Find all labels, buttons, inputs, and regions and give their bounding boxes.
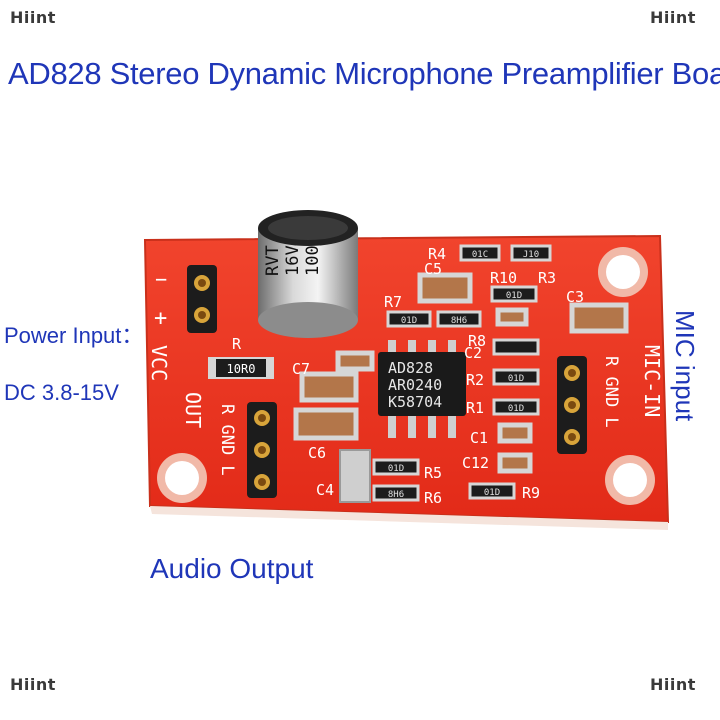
silk-vcc: VCC — [147, 345, 171, 381]
silk-c1: C1 — [470, 429, 488, 447]
silk-r3: R3 — [538, 269, 556, 287]
chip-line-1: AD828 — [388, 359, 433, 377]
silk-c5: C5 — [424, 260, 442, 278]
electrolytic-capacitor: 100 16V RVT — [258, 210, 358, 338]
ceramic-capacitors — [293, 272, 629, 474]
code-r7: 01D — [401, 316, 417, 326]
code-r9: 01D — [484, 488, 500, 498]
code-r10: 01D — [506, 291, 522, 301]
silk-r10: R10 — [490, 269, 517, 287]
ad828-chip: AD828 AR0240 K58704 — [378, 340, 466, 438]
code-r6: 8H6 — [388, 490, 404, 500]
silk-c7: C7 — [292, 360, 310, 378]
silk-r2: R2 — [466, 371, 484, 389]
output-header — [247, 402, 277, 498]
silk-out: OUT — [181, 392, 205, 428]
silk-r4: R4 — [428, 245, 446, 263]
silk-r: R — [232, 335, 242, 353]
code-r5: 01D — [388, 464, 404, 474]
cap-text-3: RVT — [263, 245, 283, 276]
power-input-label: Power Input： — [4, 323, 144, 348]
code-r4b: J10 — [523, 250, 539, 260]
code-r1: 01D — [508, 404, 524, 414]
power-header — [187, 265, 217, 333]
silk-mic-pins: R GND L — [601, 356, 621, 428]
resistor-r: 10R0 — [208, 357, 274, 379]
audio-output-label: Audio Output — [150, 553, 314, 584]
silk-r1: R1 — [466, 399, 484, 417]
cap-text-1: 100 — [303, 245, 323, 276]
silk-c12: C12 — [462, 454, 489, 472]
mic-input-label: MIC input — [670, 310, 700, 422]
smd-resistors: 01C J10 01D 01D 8H6 01D 01D 01D 8H6 01D — [372, 244, 552, 502]
silkscreen: − + VCC OUT R GND L MIC-IN R GND L R R4 … — [147, 245, 664, 507]
code-r8: 8H6 — [451, 316, 467, 326]
chip-line-3: K58704 — [388, 393, 442, 411]
silk-out-pins: R GND L — [217, 404, 237, 476]
silk-power-plus: + — [154, 306, 167, 331]
pcb-board — [143, 234, 670, 530]
watermark-bottom-right: Hiint — [650, 675, 696, 694]
silk-r6: R6 — [424, 489, 442, 507]
silk-c3: C3 — [566, 288, 584, 306]
product-title: AD828 Stereo Dynamic Microphone Preampli… — [8, 56, 720, 91]
watermark-top-right: Hiint — [650, 8, 696, 27]
silk-c2: C2 — [464, 344, 482, 362]
silk-r8: R8 — [468, 332, 486, 350]
code-r2: 01D — [508, 374, 524, 384]
resistor-r-value: 10R0 — [227, 362, 256, 376]
code-r4a: 01C — [472, 250, 488, 260]
cap-text-2: 16V — [283, 245, 303, 276]
mic-header — [557, 356, 587, 454]
dc-range-label: DC 3.8-15V — [4, 380, 119, 405]
capacitor-c4 — [339, 449, 371, 503]
watermark-bottom-left: Hiint — [10, 675, 56, 694]
silk-r9: R9 — [522, 484, 540, 502]
silk-c6: C6 — [308, 444, 326, 462]
silk-c4: C4 — [316, 481, 334, 499]
silk-r7: R7 — [384, 293, 402, 311]
silk-r5: R5 — [424, 464, 442, 482]
chip-line-2: AR0240 — [388, 376, 442, 394]
watermark-top-left: Hiint — [10, 8, 56, 27]
silk-power-minus: − — [155, 267, 167, 291]
